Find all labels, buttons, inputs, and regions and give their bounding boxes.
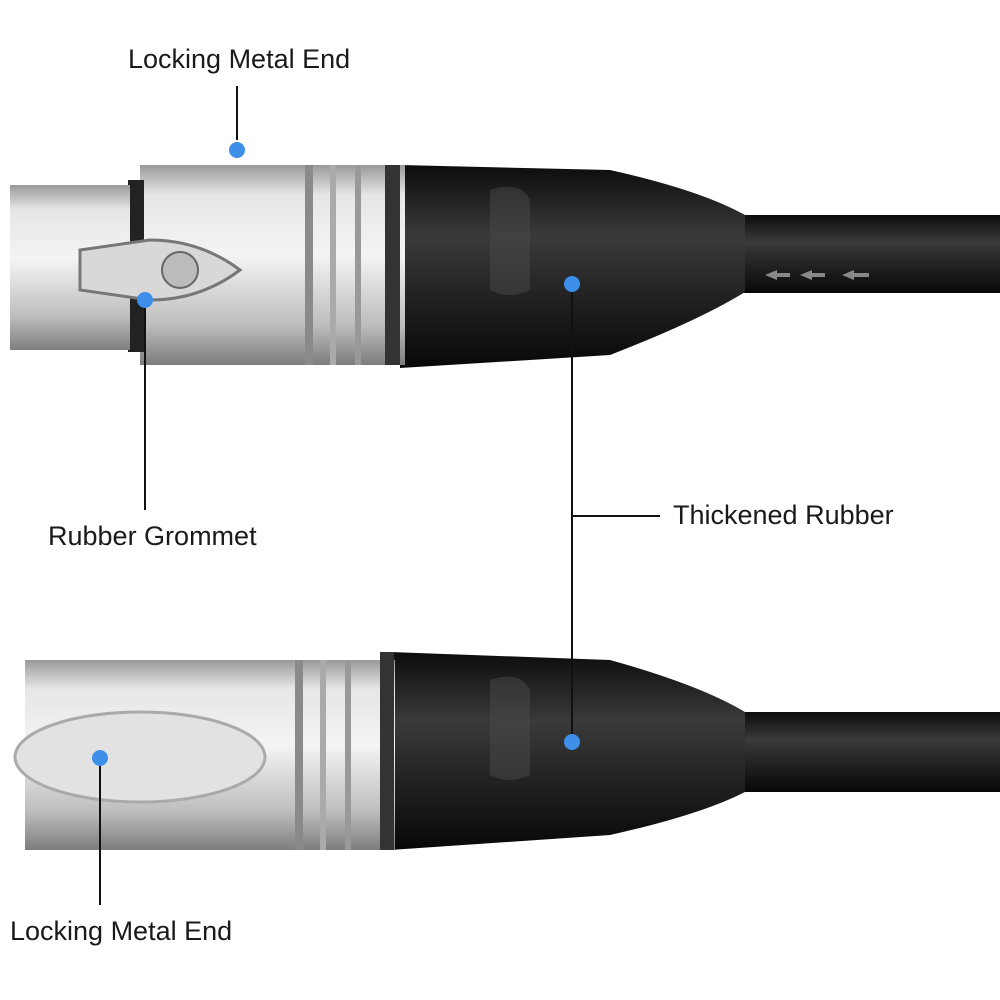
marker-dot [564,734,580,750]
markers [92,142,580,766]
marker-dot [92,750,108,766]
bottom-cable [740,712,1000,792]
leader-lines [99,86,660,905]
marker-dot [564,276,580,292]
top-rubber-boot [400,165,745,368]
label-bottom-metal-end: Locking Metal End [10,916,233,946]
male-xlr-connector [13,652,1000,850]
female-xlr-connector [10,165,1000,368]
label-thickened-rubber: Thickened Rubber [673,500,894,530]
marker-dot [229,142,245,158]
label-top-metal-end: Locking Metal End [128,44,351,74]
label-rubber-grommet: Rubber Grommet [48,521,257,551]
direction-arrows [765,270,869,280]
marker-dot [137,292,153,308]
bottom-rubber-boot [390,652,745,850]
top-cable [740,215,1000,293]
